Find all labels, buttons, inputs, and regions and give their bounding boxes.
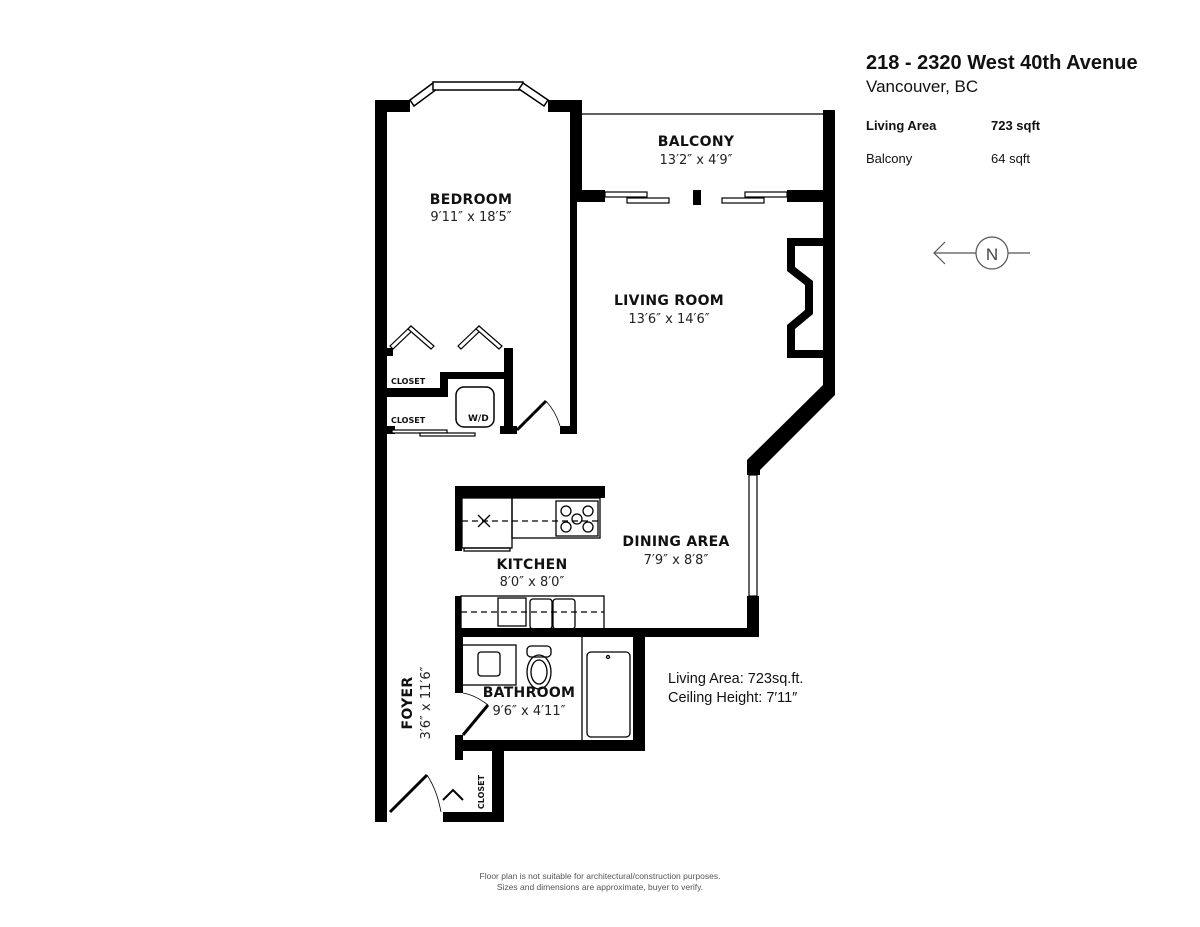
address-title: 218 - 2320 West 40th Avenue	[866, 52, 1138, 74]
disclaimer: Floor plan is not suitable for architect…	[400, 871, 800, 893]
bathroom-dims: 9′6″ x 4′11″	[493, 704, 566, 719]
closet-label-lower: CLOSET	[391, 416, 426, 425]
living-room-name: LIVING ROOM	[614, 293, 724, 309]
compass-letter: N	[986, 245, 998, 264]
bedroom-dims: 9′11″ x 18′5″	[430, 210, 511, 225]
washer-dryer-label: W/D	[468, 414, 489, 424]
sliding-doors	[604, 191, 788, 204]
doors	[388, 399, 561, 814]
north-arrow-icon	[933, 236, 1030, 270]
stat-value: 723 sqft	[991, 118, 1041, 133]
kitchen-fixtures	[460, 497, 605, 634]
disclaimer-line-2: Sizes and dimensions are approximate, bu…	[496, 882, 704, 892]
bathroom-name: BATHROOM	[483, 685, 576, 701]
walls	[375, 100, 835, 822]
kitchen-dims: 8′0″ x 8′0″	[500, 575, 565, 590]
note-ceiling-height: Ceiling Height: 7′11″	[668, 690, 798, 706]
stat-value: 64 sqft	[991, 151, 1031, 166]
bedroom-name: BEDROOM	[430, 192, 512, 208]
dining-area-name: DINING AREA	[622, 534, 729, 550]
bathroom-fixtures	[461, 637, 631, 740]
living-room-dims: 13′6″ x 14′6″	[628, 312, 709, 327]
dining-area-dims: 7′9″ x 8′8″	[644, 553, 709, 568]
balcony-dims: 13′2″ x 4′9″	[660, 153, 733, 168]
address-city: Vancouver, BC	[866, 77, 979, 96]
balcony-name: BALCONY	[658, 134, 735, 150]
stat-label: Balcony	[866, 151, 913, 166]
foyer-name: FOYER	[400, 677, 416, 730]
closet-doors	[389, 325, 503, 437]
closet-label-entry: CLOSET	[477, 774, 486, 809]
foyer-dims: 3′6″ x 11′6″	[419, 666, 434, 739]
closet-label-upper: CLOSET	[391, 377, 426, 386]
stat-label: Living Area	[866, 118, 937, 133]
kitchen-name: KITCHEN	[497, 557, 568, 573]
note-living-area: Living Area: 723sq.ft.	[668, 671, 804, 687]
bay-window	[408, 81, 550, 108]
washer-dryer	[455, 386, 495, 428]
dining-window	[748, 474, 758, 597]
disclaimer-line-1: Floor plan is not suitable for architect…	[479, 871, 721, 881]
